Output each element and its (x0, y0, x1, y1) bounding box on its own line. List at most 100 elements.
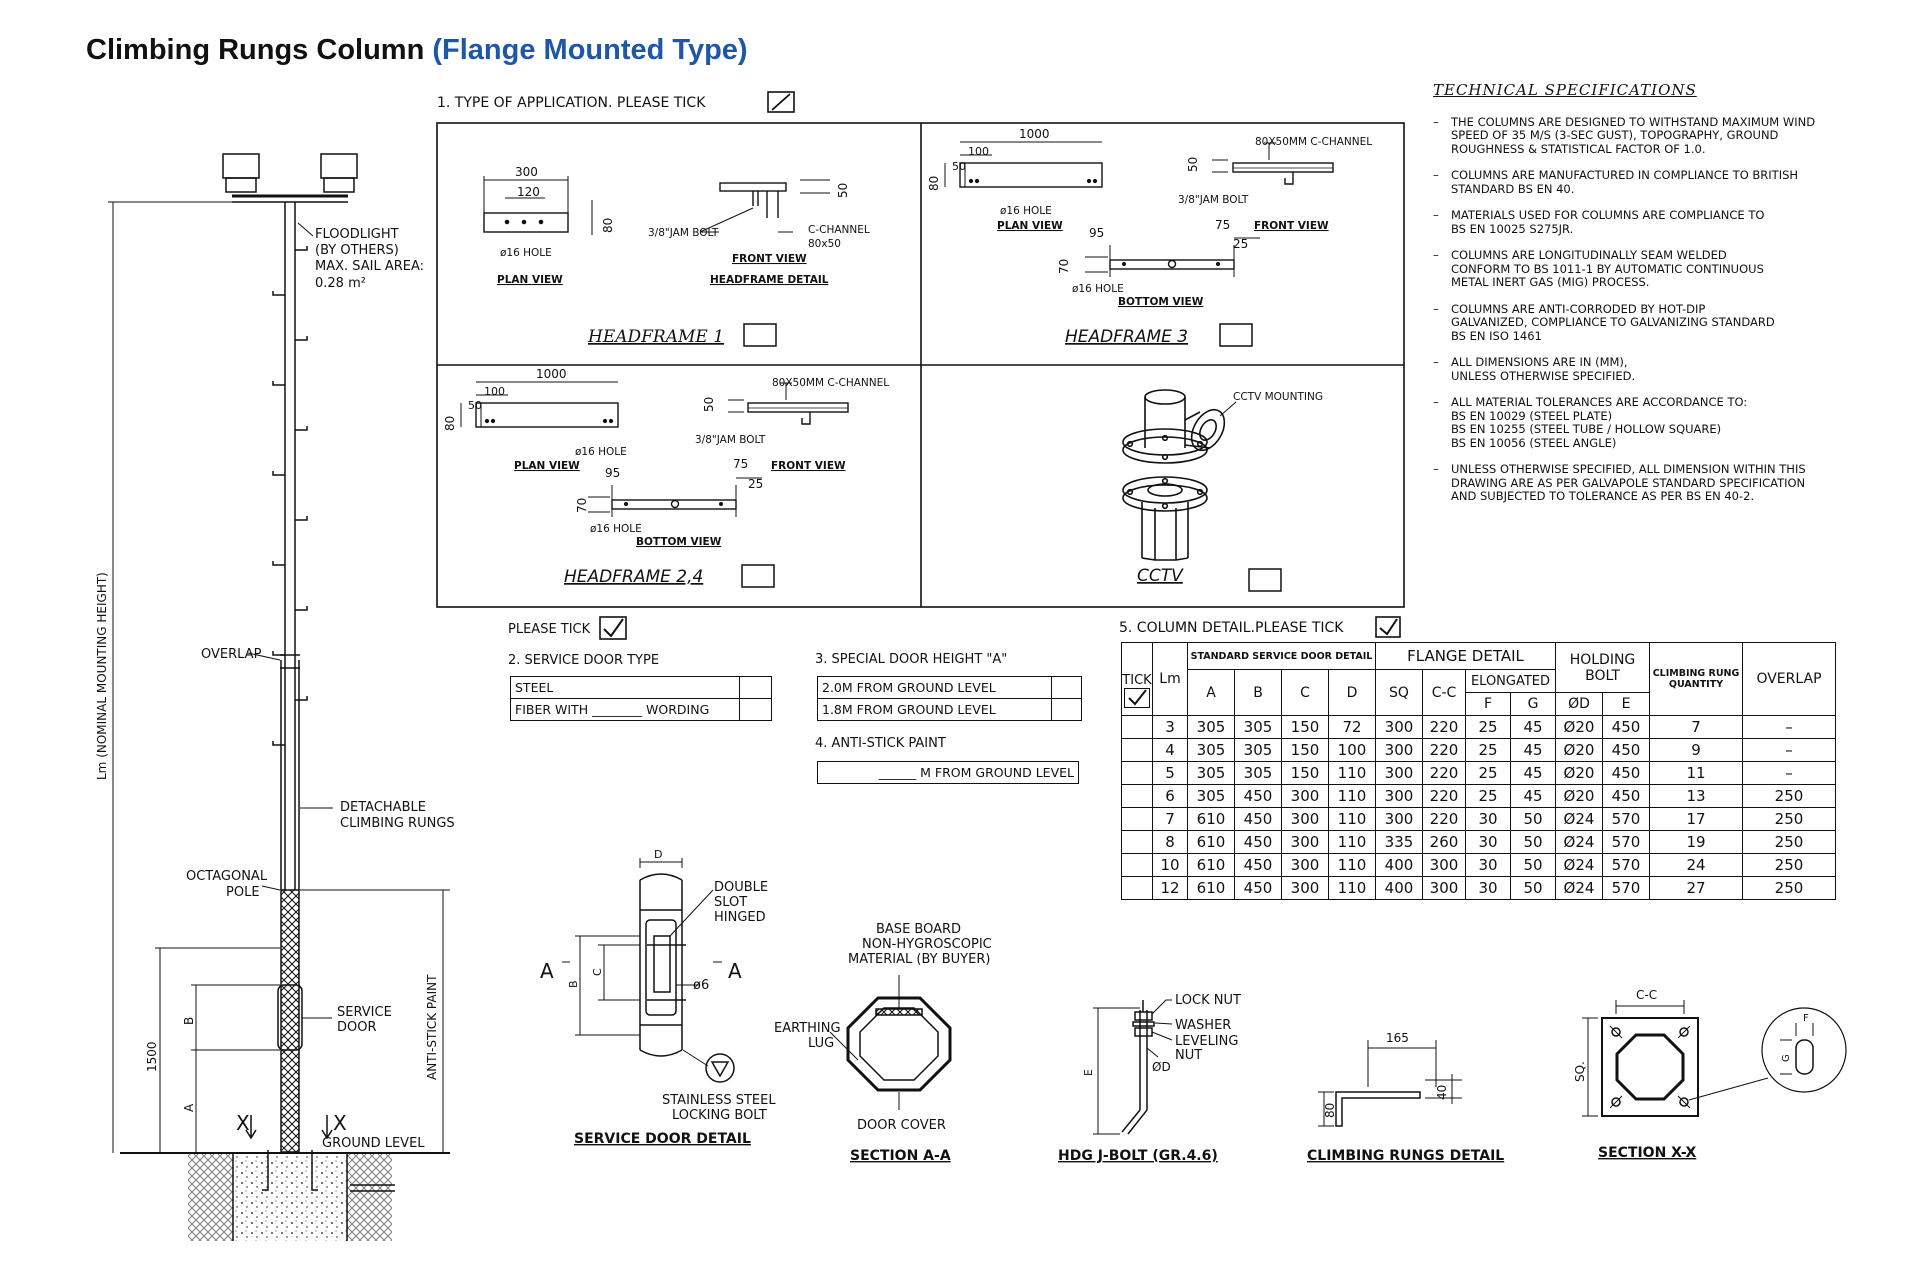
tick-header-text: TICK (1122, 672, 1152, 688)
headframe3-labels: 1000 100 50 80 ø16 HOLE PLAN VIEW 80X50M… (927, 127, 1372, 347)
sxx-f: F (1803, 1013, 1809, 1024)
tech-spec-line: BS EN ISO 1461 (1451, 328, 1542, 343)
section1-tick-box[interactable] (767, 91, 795, 113)
please-tick-box[interactable] (599, 616, 627, 640)
table-cell: 260 (1422, 830, 1466, 854)
hf3-plan-view: PLAN VIEW (997, 220, 1063, 232)
tech-spec-item: UNLESS OTHERWISE SPECIFIED, ALL DIMENSIO… (1433, 462, 1853, 504)
headframe3-checkbox[interactable] (1219, 323, 1253, 347)
table-cell: 610 (1187, 830, 1235, 854)
tech-spec-title: TECHNICAL SPECIFICATIONS (1433, 81, 1697, 99)
dim-b: B (182, 1017, 196, 1025)
hf1-hole: ø16 HOLE (500, 247, 552, 259)
door-height-checkbox[interactable] (1051, 676, 1082, 699)
hf24-dim-80: 80 (443, 416, 457, 431)
door-type-row[interactable]: FIBER WITH ________ WORDING (510, 698, 772, 721)
octagonal-label-2: POLE (226, 885, 260, 900)
table-cell: 450 (1602, 761, 1650, 785)
row-tick-cell[interactable] (1121, 715, 1153, 739)
table-cell: 3 (1152, 715, 1188, 739)
section-aa-drawing (829, 975, 952, 1110)
table-cell: 9 (1649, 738, 1743, 762)
hf3-hole-b: ø16 HOLE (1072, 283, 1124, 295)
header-tick-box[interactable] (1124, 687, 1150, 708)
hf24-dim-75: 75 (733, 457, 748, 471)
table-cell: Ø24 (1555, 807, 1603, 831)
cctv-checkbox[interactable] (1248, 568, 1282, 592)
row-tick-cell[interactable] (1121, 830, 1153, 854)
table-cell: 450 (1234, 876, 1282, 900)
row-tick-cell[interactable] (1121, 807, 1153, 831)
rungs-detail-title: CLIMBING RUNGS DETAIL (1307, 1148, 1504, 1164)
jbolt-title: HDG J-BOLT (GR.4.6) (1058, 1148, 1218, 1164)
row-tick-cell[interactable] (1121, 853, 1153, 877)
hf3-dim-1000: 1000 (1019, 127, 1050, 141)
table-cell: 250 (1742, 876, 1836, 900)
table-cell: 220 (1422, 807, 1466, 831)
rungs-detail-drawing (1318, 1040, 1462, 1127)
headframe24-name: HEADFRAME 2,4 (564, 567, 703, 587)
headframe24-checkbox[interactable] (741, 564, 775, 588)
floodlight-label-2: (BY OTHERS) (315, 243, 399, 258)
table-cell: 570 (1602, 830, 1650, 854)
table-cell: 110 (1328, 830, 1376, 854)
tech-spec-line: ROUGHNESS & STATISTICAL FACTOR OF 1.0. (1451, 141, 1706, 156)
tech-spec-line: COLUMNS ARE ANTI-CORRODED BY HOT-DIP (1451, 301, 1706, 316)
door-height-row[interactable]: 2.0M FROM GROUND LEVEL (817, 676, 1082, 699)
column-detail-tick-box[interactable] (1375, 616, 1401, 638)
jb-e: E (1082, 1069, 1095, 1076)
column-detail-table: TICK Lm STANDARD SERVICE DOOR DETAIL FLA… (1121, 642, 1836, 900)
sd-dia6: ø6 (693, 978, 709, 993)
table-cell: 30 (1465, 876, 1511, 900)
hf1-dim-50: 50 (836, 183, 850, 198)
tech-spec-line: CONFORM TO BS 1011-1 BY AUTOMATIC CONTIN… (1451, 261, 1764, 276)
table-cell: 13 (1649, 784, 1743, 808)
hf3-bottom-view: BOTTOM VIEW (1118, 296, 1204, 308)
service-door-label-1: SERVICE (337, 1005, 392, 1020)
tech-spec-line: BS EN 10025 S275JR. (1451, 221, 1574, 236)
tech-spec-line: UNLESS OTHERWISE SPECIFIED. (1451, 368, 1636, 383)
table-cell: 400 (1375, 853, 1423, 877)
door-type-checkbox[interactable] (739, 676, 772, 699)
col-lm-header: Lm (1152, 642, 1188, 716)
title-subtitle: (Flange Mounted Type) (432, 34, 748, 66)
row-tick-cell[interactable] (1121, 876, 1153, 900)
row-tick-cell[interactable] (1121, 784, 1153, 808)
door-type-row[interactable]: STEEL (510, 676, 772, 699)
tech-spec-line: THE COLUMNS ARE DESIGNED TO WITHSTAND MA… (1451, 114, 1816, 129)
climbing-2: QUANTITY (1668, 679, 1724, 690)
hf24-dim-1000: 1000 (536, 367, 567, 381)
door-height-checkbox[interactable] (1051, 698, 1082, 721)
table-cell: 305 (1234, 738, 1282, 762)
table-cell: 570 (1602, 853, 1650, 877)
anti-stick-input[interactable]: ______ M FROM GROUND LEVEL (817, 761, 1079, 784)
row-tick-cell[interactable] (1121, 761, 1153, 785)
table-cell: – (1742, 715, 1836, 739)
tech-spec-line: BS EN 10255 (STEEL TUBE / HOLLOW SQUARE) (1451, 422, 1722, 436)
col-tick-header: TICK (1121, 642, 1153, 716)
saa-base-1: BASE BOARD (876, 922, 961, 937)
table-cell: 45 (1510, 761, 1556, 785)
technical-specifications: TECHNICAL SPECIFICATIONS THE COLUMNS ARE… (1433, 81, 1853, 517)
row-tick-cell[interactable] (1121, 738, 1153, 762)
hf3-dim-50: 50 (952, 160, 966, 173)
hf3-bolt: 3/8"JAM BOLT (1178, 194, 1249, 206)
cctv-mounting-label: CCTV MOUNTING (1233, 391, 1323, 403)
table-cell: 11 (1649, 761, 1743, 785)
table-cell: 300 (1375, 761, 1423, 785)
table-cell: 305 (1187, 784, 1235, 808)
door-type-checkbox[interactable] (739, 698, 772, 721)
table-cell: 450 (1234, 807, 1282, 831)
door-height-row[interactable]: 1.8M FROM GROUND LEVEL (817, 698, 1082, 721)
detachable-label-2: CLIMBING RUNGS (340, 816, 455, 831)
octagonal-label-1: OCTAGONAL (186, 869, 268, 884)
door-type-option: FIBER WITH ________ WORDING (510, 698, 740, 721)
holding-1: HOLDING (1569, 651, 1636, 668)
table-cell: 335 (1375, 830, 1423, 854)
sxx-cc: C-C (1636, 988, 1657, 1002)
headframe3-drawing (944, 141, 1334, 277)
headframe1-checkbox[interactable] (743, 323, 777, 347)
